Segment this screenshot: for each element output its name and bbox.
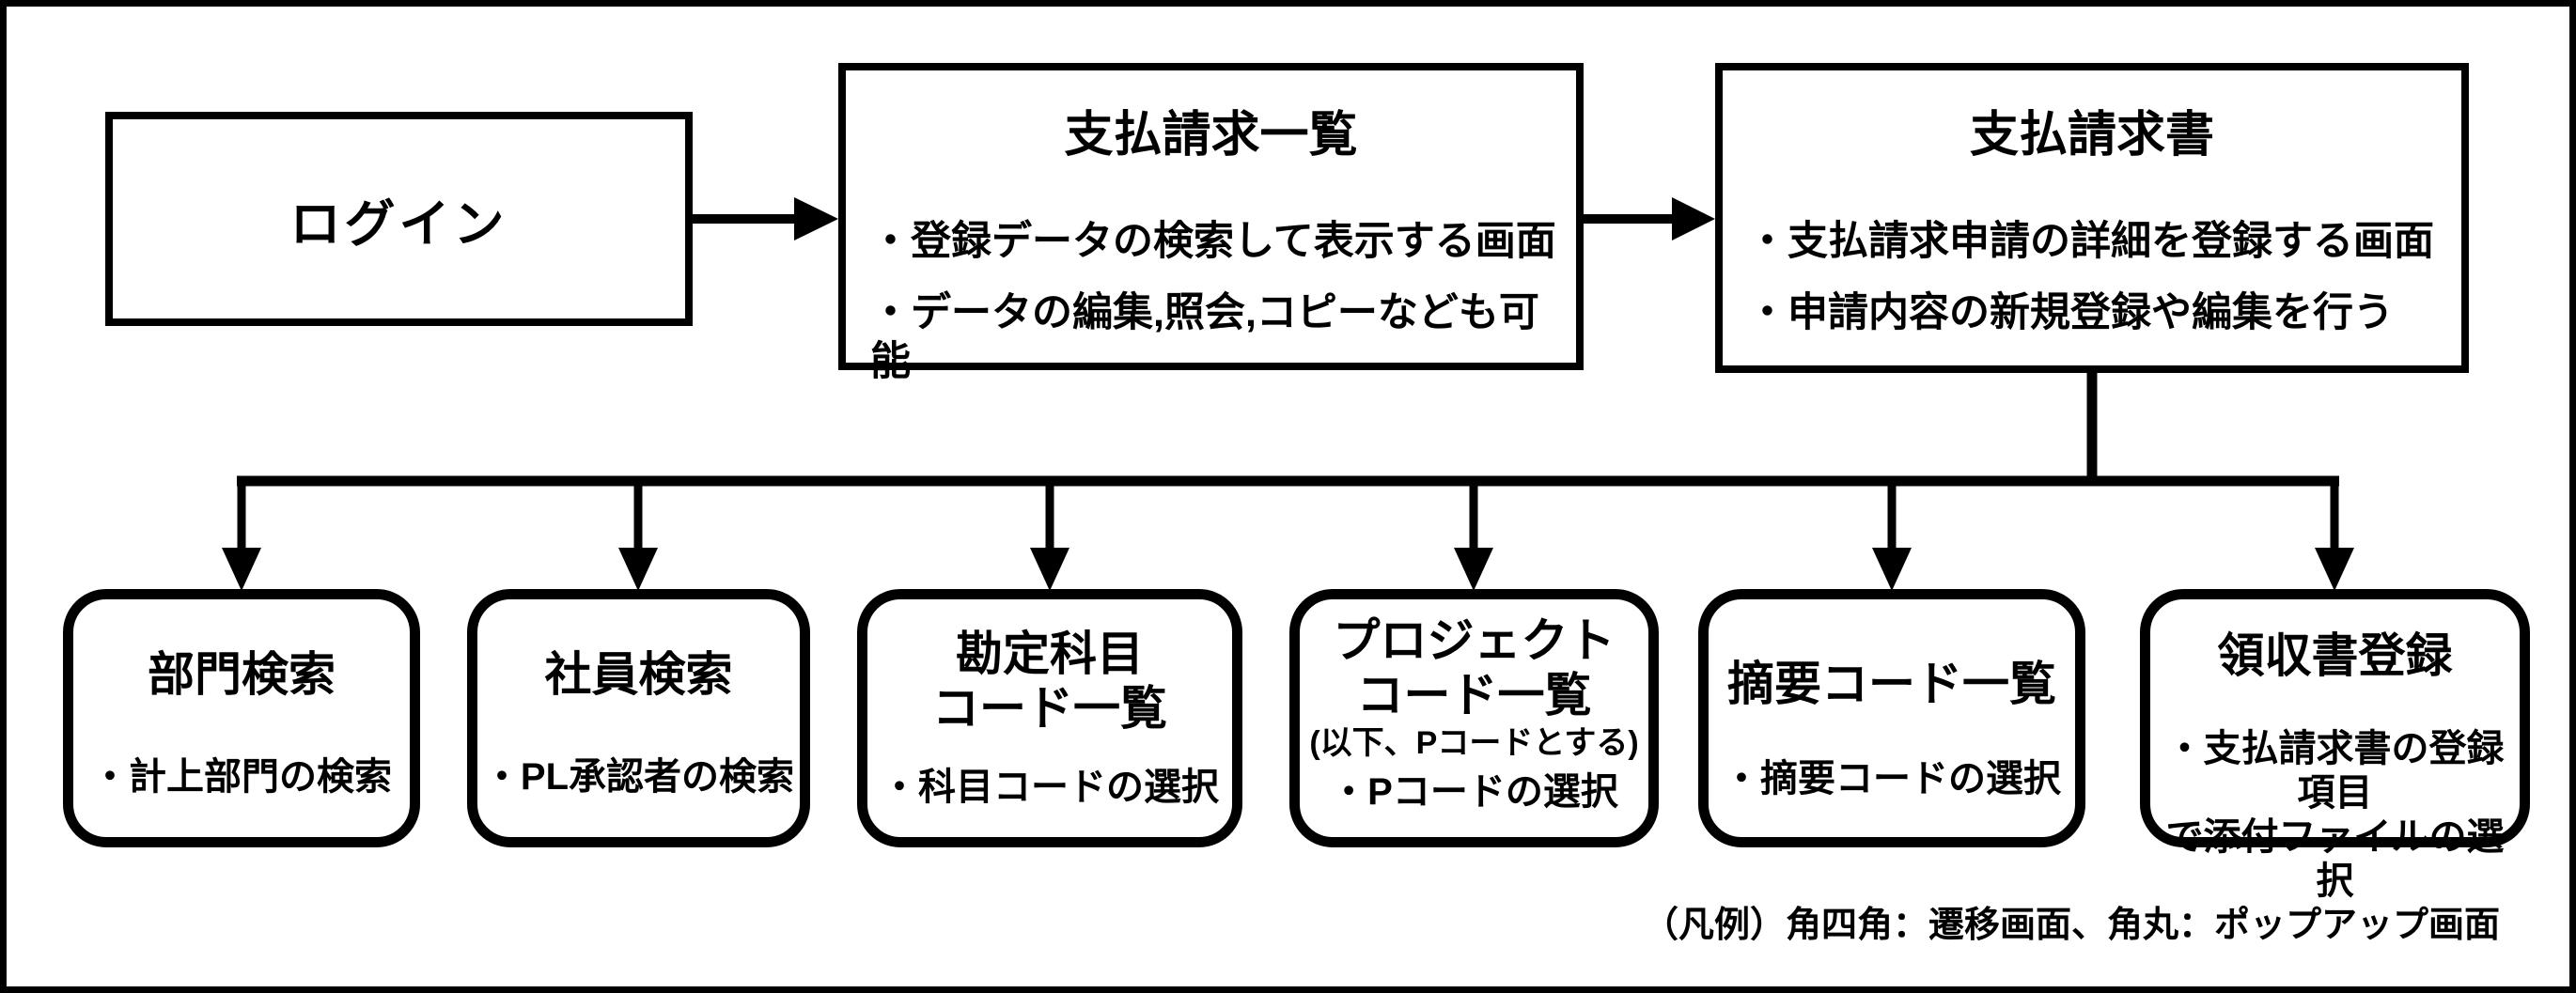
arrow-down-project	[1454, 477, 1493, 591]
arrow-down-employee	[618, 477, 658, 591]
arrow-down-dept	[222, 477, 261, 591]
arrow-login-to-list	[693, 197, 838, 240]
node-receipt-register-bullet: ・支払請求書の登録項目 で添付ファイルの選択	[2165, 727, 2505, 903]
node-employee-search: 社員検索 ・PL承認者の検索	[467, 589, 810, 847]
arrow-down-receipt	[2315, 477, 2354, 591]
arrow-down-summary	[1872, 477, 1912, 591]
node-payment-form: 支払請求書 ・支払請求申請の詳細を登録する画面 ・申請内容の新規登録や編集を行う	[1715, 63, 2469, 373]
node-payment-form-title: 支払請求書	[1969, 108, 2214, 163]
node-payment-list-bullets: ・登録データの検索して表示する画面 ・データの編集,照会,コピーなども可能	[846, 218, 1576, 387]
node-account-code-list-bullet: ・科目コードの選択	[881, 767, 1219, 808]
node-login: ログイン	[105, 112, 693, 326]
node-dept-search-title: 部門検索	[148, 648, 336, 701]
node-receipt-register-title: 領収書登録	[2217, 629, 2453, 682]
node-summary-code-list: 摘要コード一覧 ・摘要コードの選択	[1698, 589, 2085, 847]
node-payment-list-bullet: ・データの編集,照会,コピーなども可能	[870, 290, 1539, 384]
node-employee-search-bullet: ・PL承認者の検索	[482, 755, 795, 798]
node-payment-form-bullet: ・支払請求申請の詳細を登録する画面	[1747, 218, 2434, 264]
node-project-code-list-bullet: ・Pコードの選択	[1330, 770, 1618, 813]
node-employee-search-title: 社員検索	[544, 648, 733, 701]
node-dept-search-bullet: ・計上部門の検索	[91, 755, 392, 798]
node-payment-list: 支払請求一覧 ・登録データの検索して表示する画面 ・データの編集,照会,コピーな…	[838, 63, 1584, 384]
node-payment-list-title: 支払請求一覧	[1064, 108, 1358, 163]
node-payment-list-bullet: ・登録データの検索して表示する画面	[870, 218, 1556, 264]
project-code-note: (以下、Pコードとする)	[1309, 725, 1639, 761]
legend-note: （凡例）角四角：遷移画面、角丸：ポップアップ画面	[1642, 906, 2500, 945]
node-dept-search: 部門検索 ・計上部門の検索	[63, 589, 420, 847]
node-project-code-list: プロジェクト コード一覧 (以下、Pコードとする) ・Pコードの選択	[1289, 589, 1659, 847]
node-account-code-list-title: 勘定科目 コード一覧	[932, 628, 1167, 735]
connector-lines	[222, 197, 2354, 591]
arrow-down-account	[1030, 477, 1069, 591]
node-project-code-list-title: プロジェクト コード一覧	[1333, 614, 1616, 721]
node-summary-code-list-title: 摘要コード一覧	[1727, 658, 2056, 710]
arrow-list-to-form	[1584, 197, 1715, 240]
node-login-title: ログイン	[289, 195, 508, 253]
node-receipt-register: 領収書登録 ・支払請求書の登録項目 で添付ファイルの選択	[2140, 589, 2530, 902]
node-payment-form-bullets: ・支払請求申請の詳細を登録する画面 ・申請内容の新規登録や編集を行う	[1723, 218, 2461, 338]
node-account-code-list: 勘定科目 コード一覧 ・科目コードの選択	[857, 589, 1242, 847]
node-payment-form-bullet: ・申請内容の新規登録や編集を行う	[1747, 290, 2394, 336]
node-summary-code-list-bullet: ・摘要コードの選択	[1723, 757, 2061, 799]
